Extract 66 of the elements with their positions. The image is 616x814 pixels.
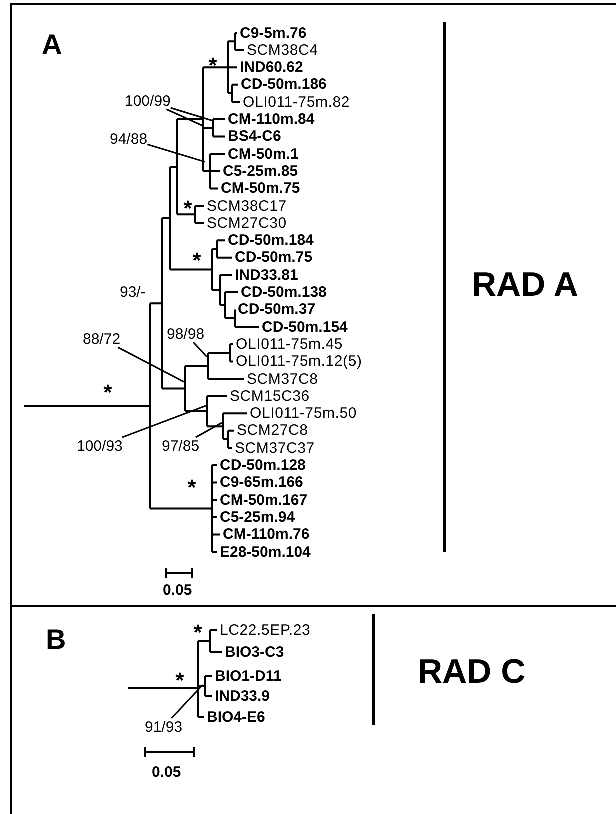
taxon-label: IND33.81 [235, 266, 298, 284]
taxon-label: OLI011-75m.50 [250, 405, 358, 422]
support-value: 88/72 [83, 330, 121, 348]
taxon-label: E28-50m.104 [220, 544, 311, 560]
taxon-label: CD-50m.128 [220, 457, 306, 474]
leader-line [122, 405, 206, 438]
taxon-label: CD-50m.75 [235, 249, 313, 266]
taxon-label: LC22.5EP.23 [220, 622, 311, 638]
taxon-label: CD-50m.184 [228, 232, 314, 250]
taxon-label: SCM27C30 [207, 214, 287, 232]
taxon-label: CD-50m.37 [238, 301, 316, 318]
taxon-label: BIO4-E6 [207, 708, 266, 726]
taxon-label: CM-110m.76 [223, 526, 310, 544]
taxon-label: SCM15C36 [230, 388, 310, 405]
leader-line [170, 107, 214, 122]
taxon-label: C5-25m.85 [223, 162, 298, 180]
taxon-label: CD-50m.186 [241, 76, 327, 94]
taxon-label: C5-25m.94 [220, 508, 296, 526]
leader-line [166, 108, 204, 127]
taxon-label: CM-50m.167 [220, 492, 308, 509]
taxon-label: SCM37C8 [247, 370, 318, 388]
taxon-label: IND33.9 [215, 688, 270, 704]
taxon-label: C9-65m.166 [220, 474, 304, 492]
taxon-label: CD-50m.154 [262, 318, 348, 336]
panel-frame [10, 3, 616, 607]
panel-letter: A [42, 29, 62, 61]
taxon-label: SCM27C8 [237, 422, 308, 440]
panel-letter: B [46, 624, 66, 656]
taxon-label: BS4-C6 [228, 128, 282, 146]
support-value: 98/98 [167, 326, 205, 342]
support-asterisk: * [104, 384, 112, 402]
leader-line [193, 342, 208, 358]
leader-line [147, 144, 206, 163]
taxon-label: SCM38C4 [247, 42, 318, 59]
taxon-label: OLI011-75m.82 [243, 94, 350, 111]
support-asterisk: * [192, 252, 202, 270]
leader-line [196, 422, 222, 438]
taxon-label: C9-5m.76 [240, 24, 307, 42]
support-asterisk: * [188, 479, 196, 497]
taxon-label: OLI011-75m.12(5) [236, 353, 362, 370]
taxon-label: IND60.62 [240, 59, 304, 76]
taxon-label: CM-50m.1 [228, 146, 299, 163]
support-asterisk: * [176, 672, 184, 690]
support-value: 97/85 [162, 438, 200, 454]
taxon-label: SCM37C37 [235, 440, 315, 457]
taxon-label: SCM38C17 [207, 198, 287, 214]
leader-line [118, 346, 184, 383]
support-value: 100/93 [77, 438, 123, 454]
support-value: 93/- [120, 284, 146, 300]
support-value: 91/93 [145, 718, 183, 736]
support-asterisk: * [208, 57, 218, 75]
scale-value: 0.05 [163, 582, 192, 598]
clade-name: RAD C [418, 653, 526, 691]
support-asterisk: * [194, 624, 202, 642]
clade-name: RAD A [472, 266, 578, 304]
taxon-label: CM-50m.75 [221, 180, 300, 198]
taxon-label: OLI011-75m.45 [236, 336, 344, 353]
taxon-label: CM-110m.84 [228, 111, 315, 128]
taxon-label: BIO3-C3 [225, 644, 284, 660]
support-value: 100/99 [125, 92, 171, 110]
scale-value: 0.05 [152, 764, 182, 780]
taxon-label: CD-50m.138 [241, 284, 327, 301]
support-asterisk: * [184, 200, 192, 218]
support-value: 94/88 [110, 130, 148, 148]
taxon-label: BIO1-D11 [215, 668, 282, 684]
leader-line [171, 684, 204, 720]
